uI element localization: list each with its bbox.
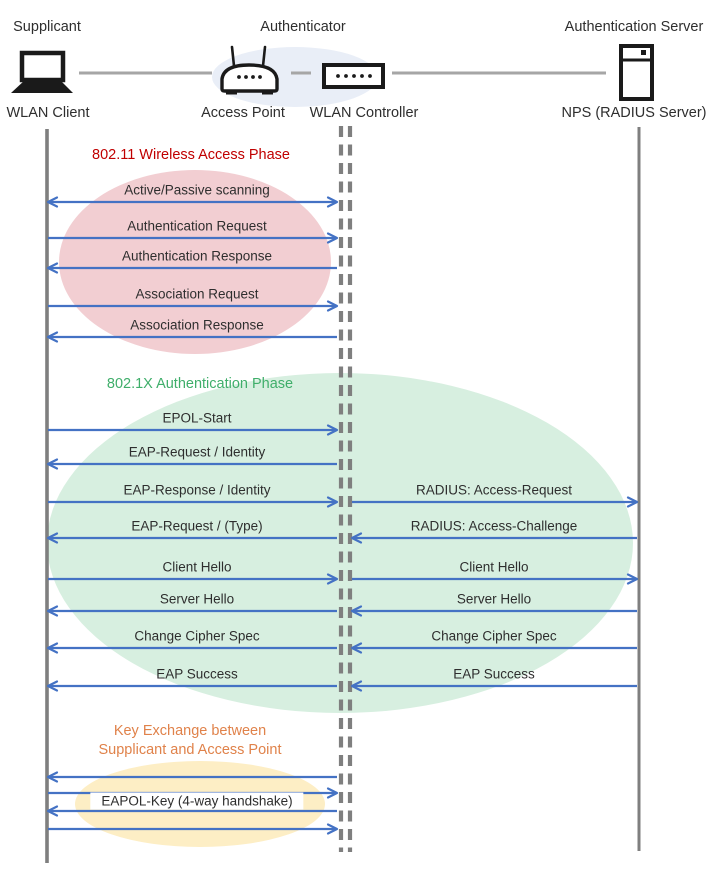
- device-wlan-client: WLAN Client: [6, 105, 90, 121]
- message-label: RADIUS: Access-Challenge: [410, 518, 578, 534]
- phase3-title-line2: Supplicant and Access Point: [98, 742, 282, 758]
- message-label: Client Hello: [162, 559, 232, 575]
- message-label: Client Hello: [459, 559, 529, 575]
- message-label: Active/Passive scanning: [124, 182, 270, 198]
- phase1-ellipse: [59, 170, 331, 354]
- role-authentication-server: Authentication Server: [564, 19, 704, 35]
- message-label: Authentication Response: [121, 248, 273, 264]
- message-label: EAP Success: [156, 666, 238, 682]
- role-supplicant: Supplicant: [13, 19, 81, 35]
- message-label: EAPOL-Key (4-way handshake): [90, 792, 304, 810]
- server-tower-icon: [619, 44, 654, 101]
- message-label: EAP-Request / Identity: [128, 444, 266, 460]
- controller-lifeline-dashed: [338, 126, 353, 852]
- message-label: EAP-Response / Identity: [123, 482, 271, 498]
- phase3-title-line1: Key Exchange between: [113, 723, 267, 739]
- message-label: RADIUS: Access-Request: [415, 482, 573, 498]
- message-label: Server Hello: [159, 591, 235, 607]
- access-point-icon: [220, 45, 279, 95]
- message-label: Association Request: [135, 286, 259, 302]
- message-label: Change Cipher Spec: [134, 628, 260, 644]
- phase2-title: 802.1X Authentication Phase: [106, 376, 294, 392]
- message-label: Authentication Request: [127, 218, 267, 234]
- message-label: Server Hello: [456, 591, 532, 607]
- message-label: Change Cipher Spec: [431, 628, 557, 644]
- message-label: Association Response: [130, 317, 264, 333]
- message-label: EPOL-Start: [162, 410, 232, 426]
- message-label: EAP Success: [453, 666, 535, 682]
- device-wlan-controller: WLAN Controller: [309, 105, 419, 121]
- wlan-controller-icon: [322, 63, 385, 89]
- device-access-point: Access Point: [201, 105, 285, 121]
- phase1-title: 802.11 Wireless Access Phase: [92, 147, 290, 163]
- role-authenticator: Authenticator: [260, 19, 346, 35]
- message-label: EAP-Request / (Type): [131, 518, 263, 534]
- device-nps-radius-server: NPS (RADIUS Server): [561, 105, 707, 121]
- laptop-icon: [11, 50, 73, 93]
